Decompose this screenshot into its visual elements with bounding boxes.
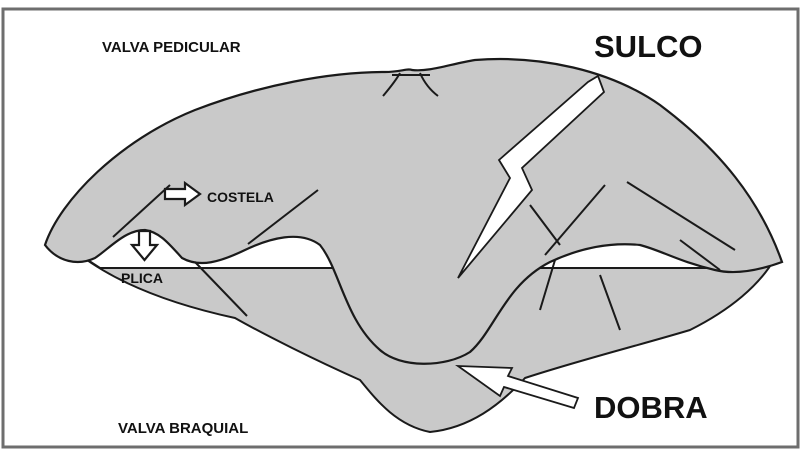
label-sulco: SULCO <box>594 29 703 64</box>
label-plica: PLICA <box>121 270 163 286</box>
label-valva-pedicular: VALVA PEDICULAR <box>102 39 241 56</box>
label-costela: COSTELA <box>207 189 274 205</box>
label-valva-braquial: VALVA BRAQUIAL <box>118 420 248 437</box>
label-dobra: DOBRA <box>594 390 708 425</box>
